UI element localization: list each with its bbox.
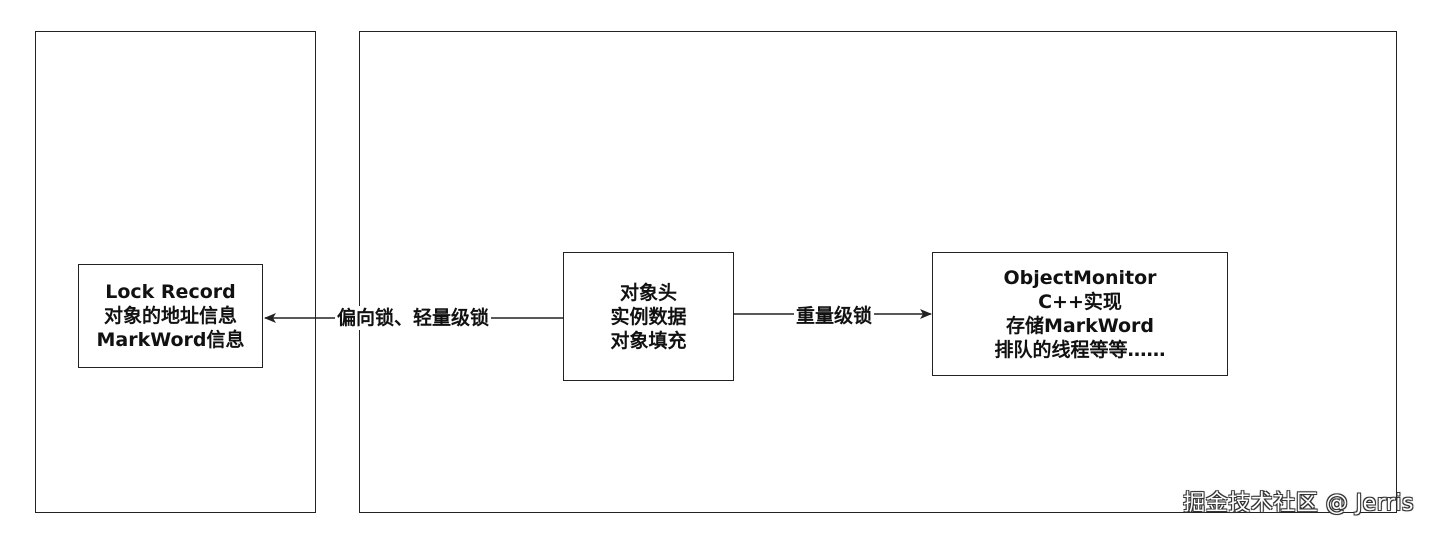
object-header-node: 对象头 实例数据 对象填充 (563, 252, 734, 381)
object-monitor-line-4: 排队的线程等等…… (994, 339, 1166, 361)
object-monitor-line-2: C++实现 (1038, 291, 1122, 313)
object-header-line-3: 对象填充 (610, 329, 687, 352)
lock-record-node: Lock Record 对象的地址信息 MarkWord信息 (78, 264, 263, 368)
object-monitor-line-3: 存储MarkWord (1005, 315, 1155, 337)
edge-label-lightweight-lock: 偏向锁、轻量级锁 (334, 306, 492, 330)
lock-record-line-2: 对象的地址信息 (103, 305, 237, 327)
object-monitor-node: ObjectMonitor C++实现 存储MarkWord 排队的线程等等…… (932, 252, 1228, 376)
object-monitor-line-1: ObjectMonitor (1003, 267, 1157, 289)
object-header-line-2: 实例数据 (610, 305, 687, 328)
edge-label-heavyweight-lock: 重量级锁 (793, 304, 875, 328)
lock-record-line-1: Lock Record (105, 281, 236, 303)
lock-record-line-3: MarkWord信息 (96, 329, 245, 351)
watermark-text: 掘金技术社区 @ Jerris (1183, 491, 1414, 516)
object-header-line-1: 对象头 (619, 281, 677, 304)
